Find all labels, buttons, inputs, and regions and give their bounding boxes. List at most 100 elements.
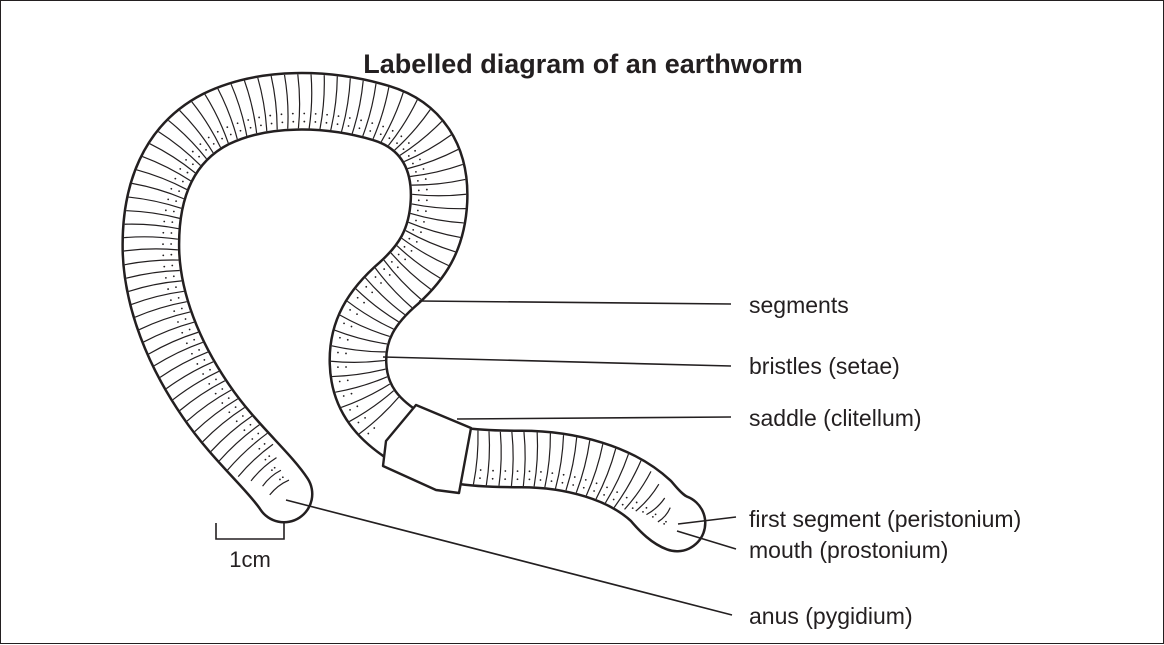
seta-dot bbox=[186, 342, 188, 344]
seta-dot bbox=[572, 484, 574, 486]
seta-dot bbox=[236, 420, 238, 422]
seta-dot bbox=[198, 349, 200, 351]
seta-dot bbox=[345, 353, 347, 355]
seta-dot bbox=[380, 282, 382, 284]
seta-dot bbox=[426, 199, 428, 201]
seta-dot bbox=[348, 125, 350, 127]
seta-dot bbox=[574, 476, 576, 478]
seta-dot bbox=[250, 127, 252, 129]
seta-dot bbox=[337, 366, 339, 368]
seta-dot bbox=[240, 130, 242, 132]
seta-dot bbox=[215, 379, 217, 381]
seta-dot bbox=[603, 494, 605, 496]
seta-dot bbox=[165, 277, 167, 279]
seta-dot bbox=[613, 499, 615, 501]
seta-dot bbox=[596, 482, 598, 484]
seta-dot bbox=[606, 486, 608, 488]
label-mouth: mouth (prostonium) bbox=[749, 537, 948, 563]
seta-dot bbox=[274, 467, 276, 469]
earthworm-body bbox=[124, 74, 677, 524]
seta-dot bbox=[540, 479, 542, 481]
seta-dot bbox=[174, 178, 176, 180]
seta-dot bbox=[369, 130, 371, 132]
seta-dot bbox=[338, 115, 340, 117]
seta-dot bbox=[356, 405, 358, 407]
seta-dot bbox=[504, 478, 506, 480]
seta-dot bbox=[420, 231, 422, 233]
seta-dot bbox=[196, 363, 198, 365]
seta-dot bbox=[199, 143, 201, 145]
seta-dot bbox=[371, 122, 373, 124]
seta-dot bbox=[414, 150, 416, 152]
seta-dot bbox=[193, 339, 195, 341]
seta-dot bbox=[171, 221, 173, 223]
seta-dot bbox=[663, 523, 665, 525]
seta-dot bbox=[383, 268, 385, 270]
seta-dot bbox=[171, 265, 173, 267]
seta-dot bbox=[400, 135, 402, 137]
scale-bar-bracket bbox=[216, 523, 284, 539]
seta-dot bbox=[339, 337, 341, 339]
seta-dot bbox=[416, 241, 418, 243]
seta-dot bbox=[391, 261, 393, 263]
seta-dot bbox=[326, 114, 328, 116]
seta-dot bbox=[257, 433, 259, 435]
seta-dot bbox=[221, 388, 223, 390]
seta-dot bbox=[411, 250, 413, 252]
seta-dot bbox=[480, 469, 482, 471]
seta-dot bbox=[517, 470, 519, 472]
seta-dot bbox=[221, 402, 223, 404]
label-anus: anus (pygidium) bbox=[749, 603, 913, 629]
scale-bar: 1cm bbox=[216, 523, 284, 572]
seta-dot bbox=[562, 482, 564, 484]
seta-dot bbox=[182, 181, 184, 183]
seta-dot bbox=[642, 511, 644, 513]
seta-dot bbox=[198, 156, 200, 158]
saddle-leader bbox=[457, 417, 731, 419]
seta-dot bbox=[251, 438, 253, 440]
seta-dot bbox=[364, 417, 366, 419]
seta-dot bbox=[616, 491, 618, 493]
seta-dot bbox=[181, 332, 183, 334]
seta-dot bbox=[339, 381, 341, 383]
seta-dot bbox=[367, 433, 369, 435]
seta-dot bbox=[175, 286, 177, 288]
seta-dot bbox=[260, 124, 262, 126]
seta-dot bbox=[426, 189, 428, 191]
seta-dot bbox=[192, 151, 194, 153]
seta-dot bbox=[396, 142, 398, 144]
label-bristles: bristles (setae) bbox=[749, 353, 900, 379]
seta-dot bbox=[418, 190, 420, 192]
segments-leader bbox=[419, 301, 731, 304]
seta-dot bbox=[593, 490, 595, 492]
seta-dot bbox=[314, 121, 316, 123]
seta-dot bbox=[185, 159, 187, 161]
seta-dot bbox=[303, 121, 305, 123]
seta-dot bbox=[408, 155, 410, 157]
seta-dot bbox=[269, 115, 271, 117]
seta-dot bbox=[358, 422, 360, 424]
seta-dot bbox=[423, 221, 425, 223]
seta-dot bbox=[347, 339, 349, 341]
seta-dot bbox=[326, 122, 328, 124]
seta-dot bbox=[415, 171, 417, 173]
seta-dot bbox=[563, 474, 565, 476]
seta-dot bbox=[247, 119, 249, 121]
seta-dot bbox=[228, 397, 230, 399]
seta-dot bbox=[170, 299, 172, 301]
seta-dot bbox=[375, 276, 377, 278]
seta-dot bbox=[271, 469, 273, 471]
seta-dot bbox=[636, 502, 638, 504]
seta-dot bbox=[221, 138, 223, 140]
seta-dot bbox=[213, 143, 215, 145]
seta-dot bbox=[303, 113, 305, 115]
seta-dot bbox=[173, 211, 175, 213]
seta-dot bbox=[208, 383, 210, 385]
seta-dot bbox=[187, 172, 189, 174]
seta-dot bbox=[423, 168, 425, 170]
seta-dot bbox=[626, 497, 628, 499]
seta-dot bbox=[181, 308, 183, 310]
seta-dot bbox=[292, 113, 294, 115]
seta-dot bbox=[397, 266, 399, 268]
